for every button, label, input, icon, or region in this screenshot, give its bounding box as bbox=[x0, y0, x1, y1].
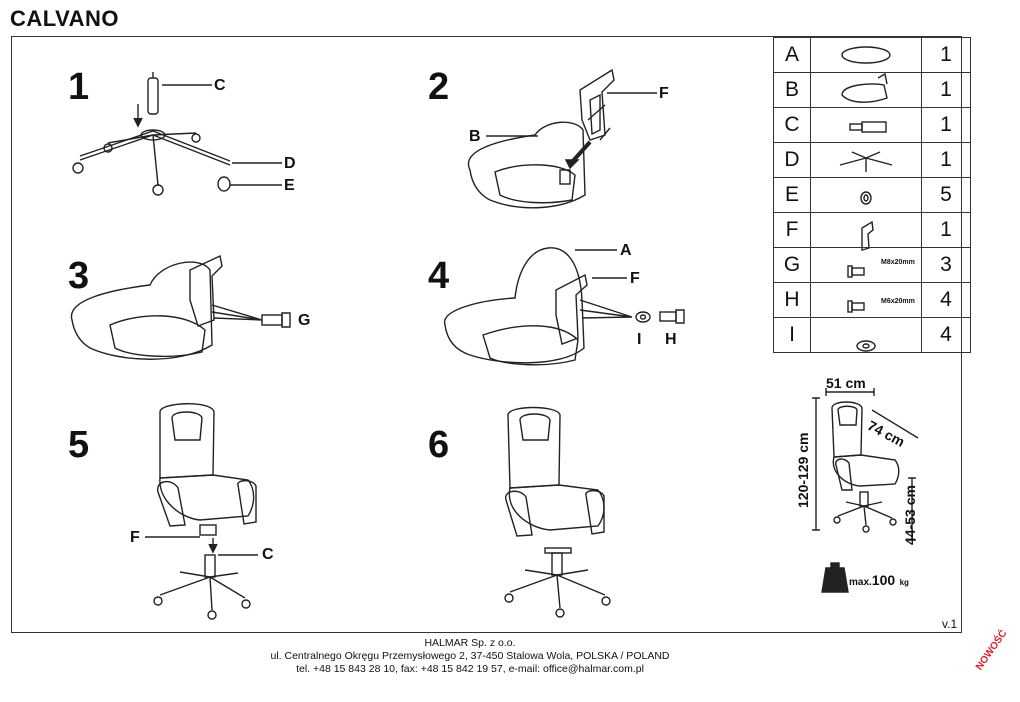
callout-f: F bbox=[659, 85, 669, 102]
callout-f-step4: F bbox=[630, 270, 640, 287]
callout-c: C bbox=[214, 77, 226, 94]
step4-drawing bbox=[444, 247, 685, 366]
step-number-5: 5 bbox=[68, 424, 90, 466]
washer-icon bbox=[810, 317, 922, 353]
max-load-prefix: max. bbox=[849, 577, 872, 588]
table-row: G M8x20mm 3 bbox=[773, 247, 971, 283]
max-load: max.100 kg bbox=[849, 572, 909, 590]
callout-a: A bbox=[620, 242, 632, 259]
step-number-6: 6 bbox=[428, 424, 450, 466]
dimension-height: 120-129 cm bbox=[795, 432, 811, 508]
footer-address: ul. Centralnego Okręgu Przemysłowego 2, … bbox=[270, 650, 670, 662]
part-quantity: 4 bbox=[921, 282, 971, 318]
step-number-4: 4 bbox=[428, 255, 450, 297]
step-number-3: 3 bbox=[68, 255, 90, 297]
callout-e: E bbox=[284, 177, 295, 194]
dimension-seat-height: 44-53 cm bbox=[902, 485, 918, 545]
star-base-icon bbox=[810, 142, 922, 178]
callout-i: I bbox=[637, 331, 642, 348]
callout-b: B bbox=[469, 128, 481, 145]
gas-lift-icon bbox=[810, 107, 922, 143]
part-quantity: 1 bbox=[921, 72, 971, 108]
step-number-2: 2 bbox=[428, 66, 450, 108]
max-load-unit: kg bbox=[899, 578, 909, 587]
callout-h: H bbox=[665, 331, 677, 348]
bolt-icon: M6x20mm bbox=[810, 282, 922, 318]
step2-drawing bbox=[467, 68, 657, 209]
callout-f-step5: F bbox=[130, 529, 140, 546]
footer-company: HALMAR Sp. z o.o. bbox=[424, 637, 516, 649]
version-label: v.1 bbox=[942, 617, 958, 631]
part-quantity: 5 bbox=[921, 177, 971, 213]
mechanism-icon bbox=[810, 212, 922, 248]
seat-cushion-icon bbox=[810, 72, 922, 108]
part-letter: F bbox=[773, 212, 811, 248]
part-letter: D bbox=[773, 142, 811, 178]
part-quantity: 1 bbox=[921, 212, 971, 248]
part-letter: E bbox=[773, 177, 811, 213]
seat-shell-icon bbox=[810, 37, 922, 73]
bolt-spec: M6x20mm bbox=[881, 298, 915, 305]
max-load-value: 100 bbox=[871, 572, 896, 588]
callout-g: G bbox=[298, 312, 311, 329]
part-letter: B bbox=[773, 72, 811, 108]
part-quantity: 3 bbox=[921, 247, 971, 283]
step5-drawing bbox=[145, 403, 258, 620]
part-quantity: 1 bbox=[921, 107, 971, 143]
part-quantity: 4 bbox=[921, 317, 971, 353]
part-quantity: 1 bbox=[921, 142, 971, 178]
part-quantity: 1 bbox=[921, 37, 971, 73]
part-letter: C bbox=[773, 107, 811, 143]
step6-drawing bbox=[504, 406, 611, 618]
bolt-icon: M8x20mm bbox=[810, 247, 922, 283]
step3-drawing bbox=[70, 254, 291, 360]
callout-c-step5: C bbox=[262, 546, 274, 563]
part-letter: A bbox=[773, 37, 811, 73]
dimension-width: 51 cm bbox=[826, 375, 866, 391]
step1-drawing bbox=[72, 72, 282, 196]
product-title: CALVANO bbox=[10, 6, 120, 31]
caster-icon bbox=[810, 177, 922, 213]
part-letter: G bbox=[773, 247, 811, 283]
callout-d: D bbox=[284, 155, 296, 172]
step-number-1: 1 bbox=[68, 66, 90, 108]
part-letter: I bbox=[773, 317, 811, 353]
table-row: H M6x20mm 4 bbox=[773, 282, 971, 318]
part-letter: H bbox=[773, 282, 811, 318]
dimension-drawing bbox=[812, 388, 919, 593]
bolt-spec: M8x20mm bbox=[881, 259, 915, 266]
footer-contact: tel. +48 15 843 28 10, fax: +48 15 842 1… bbox=[296, 663, 644, 675]
